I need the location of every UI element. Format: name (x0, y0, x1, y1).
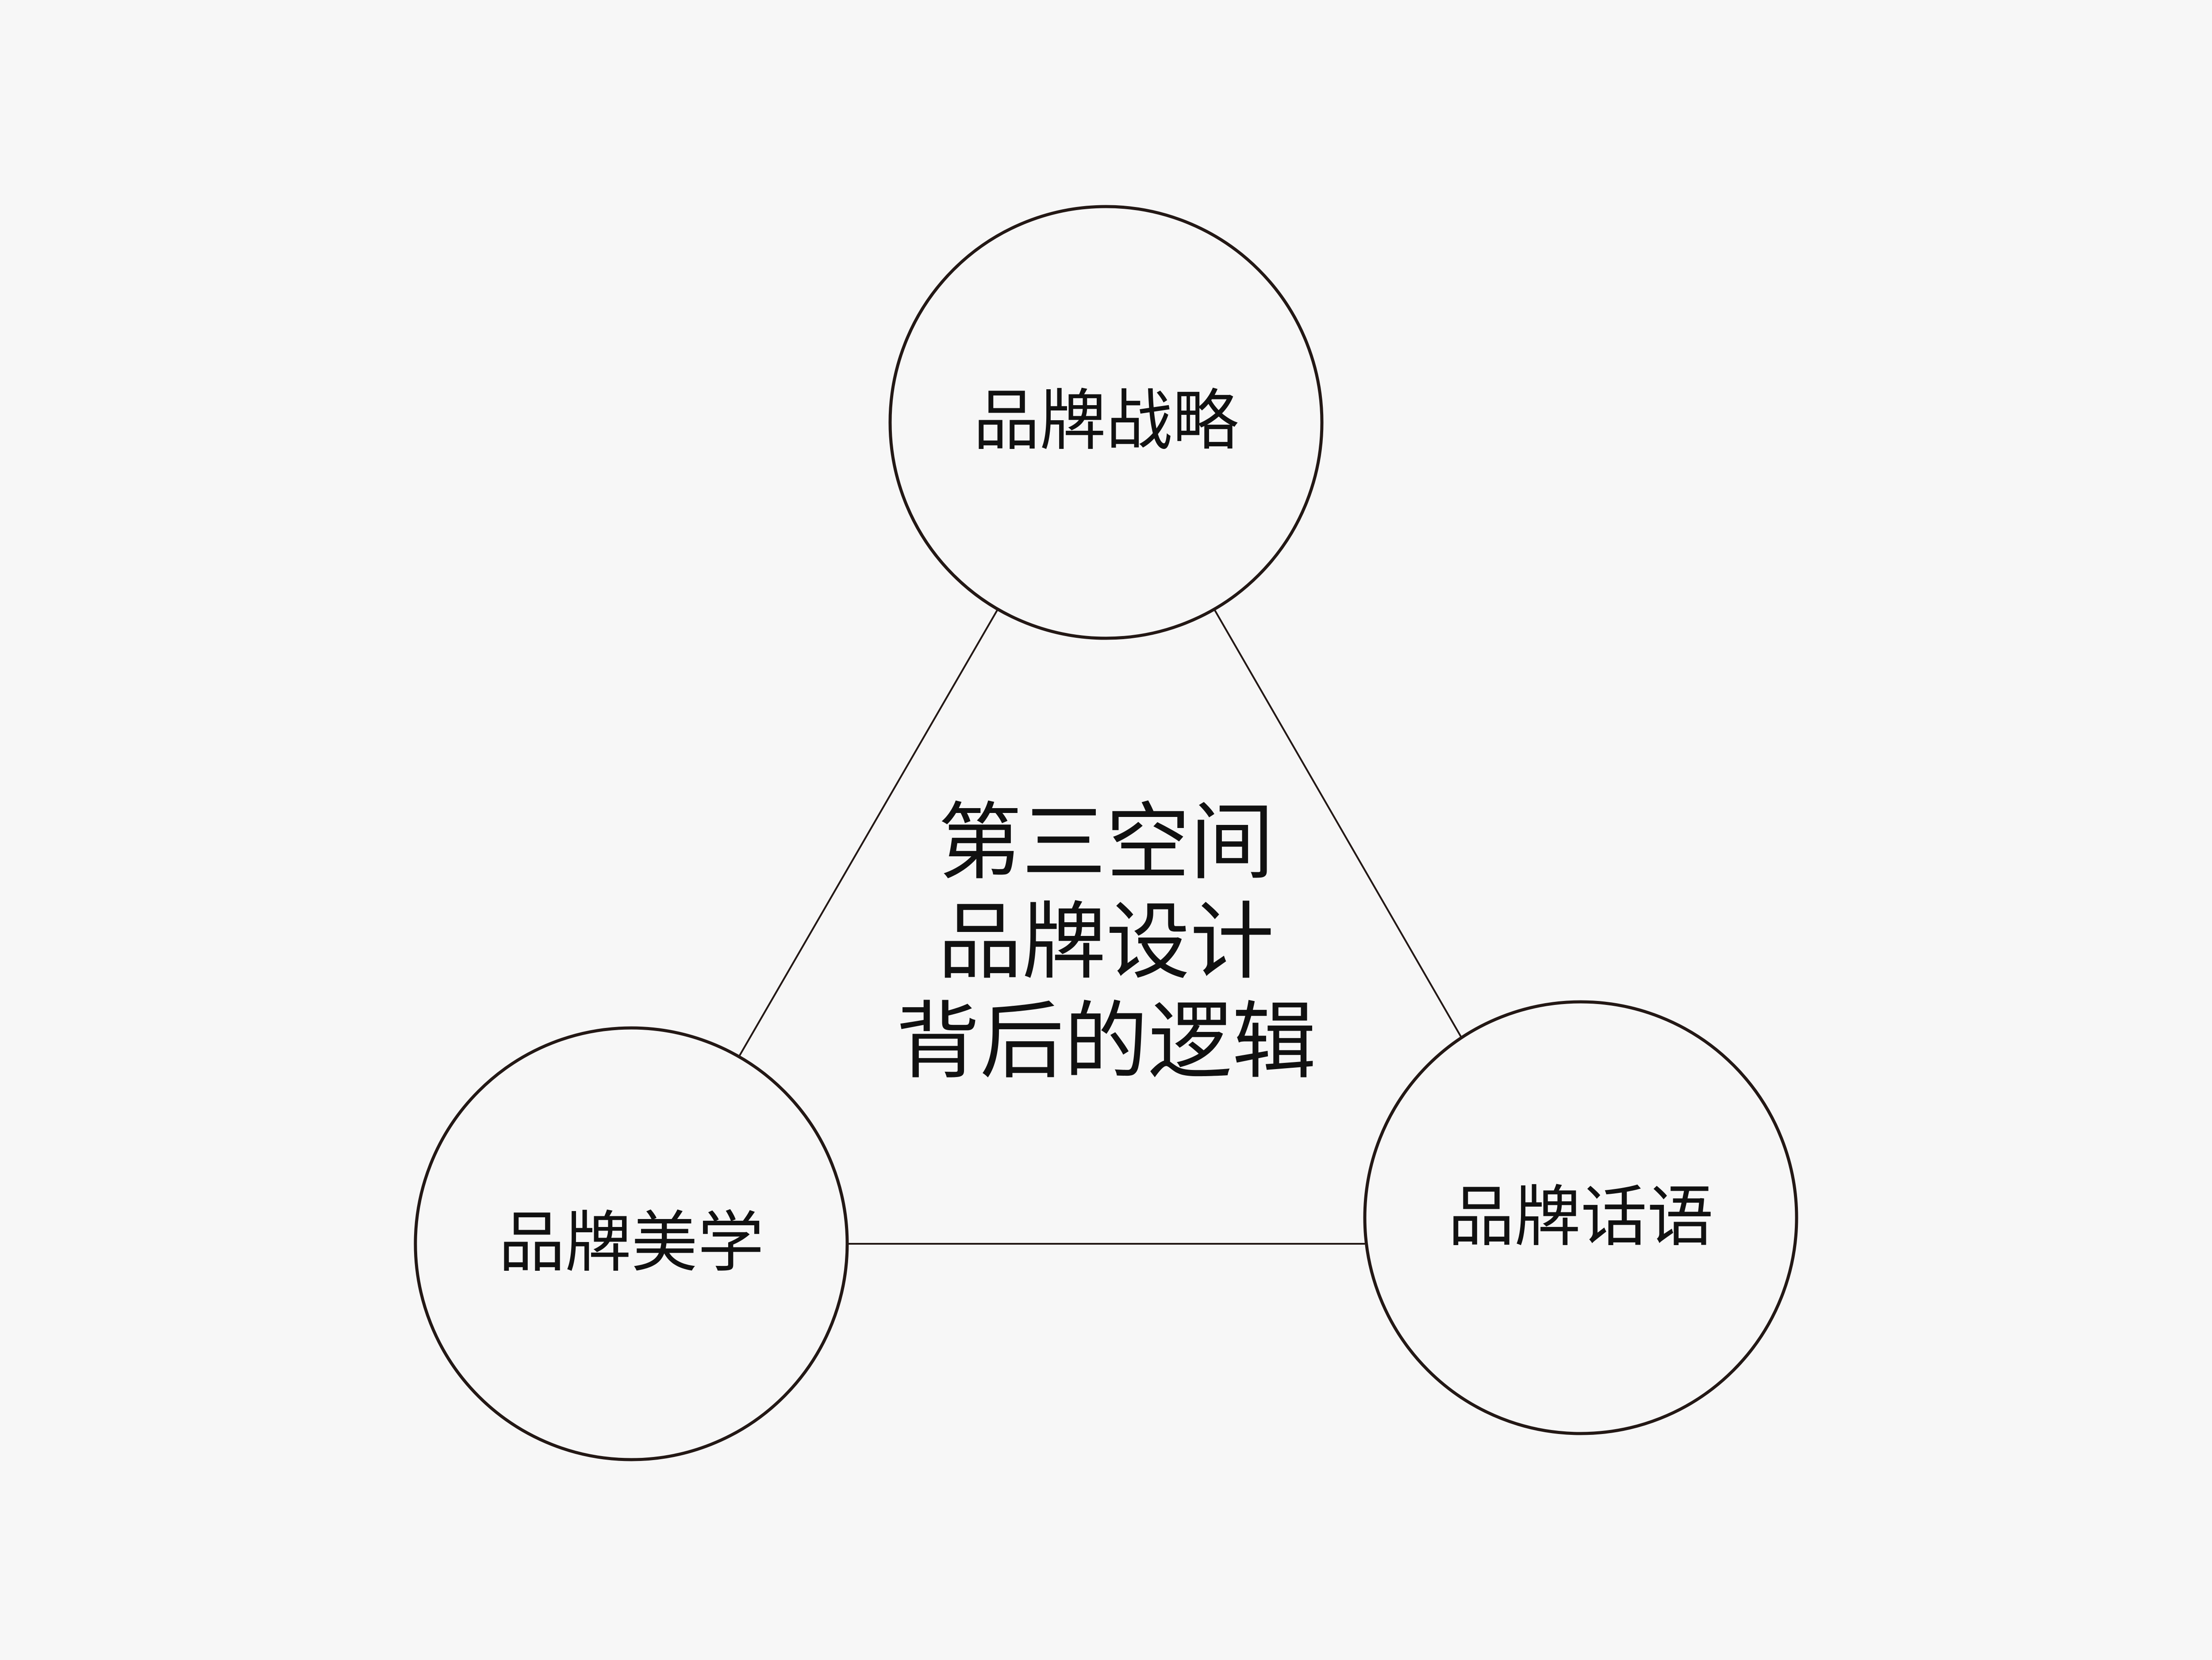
node-brand-discourse: 品牌话语 (1363, 1000, 1798, 1435)
node-label-top: 品牌战略 (973, 383, 1239, 460)
node-circle-right (1363, 1000, 1798, 1435)
center-line-2: 品牌设计 (938, 893, 1274, 991)
edge-top-right (1214, 609, 1462, 1038)
node-circle-top (888, 205, 1324, 640)
node-circle-left (414, 1026, 849, 1461)
center-line-1: 第三空间 (938, 794, 1274, 891)
node-label-left: 品牌美学 (499, 1204, 764, 1281)
node-brand-aesthetics: 品牌美学 (414, 1026, 849, 1461)
node-label-right: 品牌话语 (1448, 1179, 1713, 1256)
center-title: 第三空间 品牌设计 背后的逻辑 (896, 794, 1316, 1090)
edge-top-left (739, 609, 998, 1056)
center-line-3: 背后的逻辑 (896, 993, 1316, 1090)
node-brand-strategy: 品牌战略 (888, 205, 1324, 640)
